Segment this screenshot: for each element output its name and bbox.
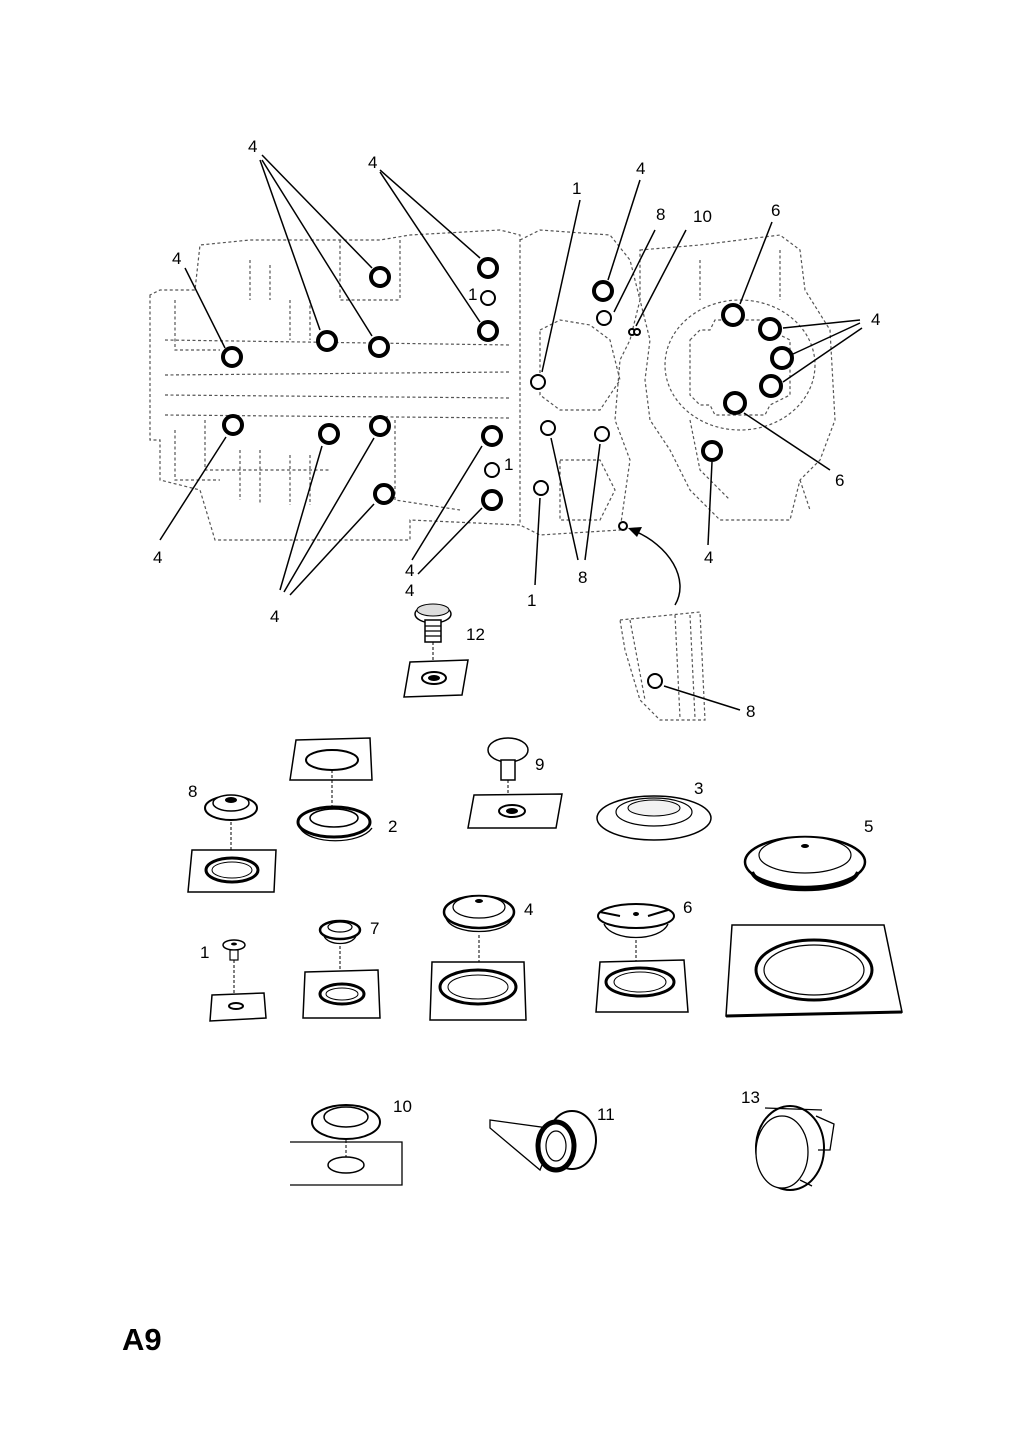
part-label-8: 8 (188, 782, 197, 801)
plug-marker (481, 425, 503, 447)
plug-marker (477, 257, 499, 279)
callout: 4 (270, 607, 279, 626)
part-5-panel (725, 924, 903, 1018)
callout: 4 (153, 548, 162, 567)
plug-marker (759, 374, 783, 398)
callout: 1 (527, 591, 536, 610)
plug-marker-small (480, 290, 496, 306)
part-label-1: 1 (200, 943, 209, 962)
plug-marker-small (594, 426, 610, 442)
plug-marker (368, 336, 390, 358)
part-4 (429, 894, 527, 1021)
plug-marker (723, 391, 747, 415)
plug-marker-small (618, 521, 628, 531)
plug-marker-small (540, 420, 556, 436)
part-13 (755, 1105, 835, 1191)
part-label-6: 6 (683, 898, 692, 917)
detail-inset (619, 611, 741, 721)
plug-marker (222, 414, 244, 436)
part-5 (743, 835, 867, 892)
part-9 (467, 737, 563, 829)
overview-callouts: 4 4 4 1 4 8 10 6 4 1 4 6 4 1 4 4 8 1 4 8 (153, 137, 880, 721)
callout: 4 (368, 153, 377, 172)
plug-marker-small (596, 310, 612, 326)
part-1 (209, 939, 267, 1022)
part-8 (187, 794, 277, 893)
plug-marker (318, 423, 340, 445)
part-label-5: 5 (864, 817, 873, 836)
plug-marker (221, 346, 243, 368)
part-label-3: 3 (694, 779, 703, 798)
plug-marker (477, 320, 499, 342)
part-label-9: 9 (535, 755, 544, 774)
plug-marker (373, 483, 395, 505)
plug-marker (770, 346, 794, 370)
callout: 8 (656, 205, 665, 224)
part-label-4: 4 (524, 900, 533, 919)
callout: 1 (504, 455, 513, 474)
part-label-2: 2 (388, 817, 397, 836)
callout: 1 (468, 285, 477, 304)
callout: 4 (405, 561, 414, 580)
callout: 8 (578, 568, 587, 587)
part-label-7: 7 (370, 919, 379, 938)
part-7 (302, 919, 381, 1019)
plug-marker (721, 303, 745, 327)
plug-marker (701, 440, 723, 462)
callout: 4 (405, 581, 414, 600)
overview-plugs (221, 257, 794, 531)
plug-marker (369, 415, 391, 437)
plug-marker (481, 489, 503, 511)
part-2 (289, 737, 373, 842)
plug-marker-small (647, 673, 663, 689)
plug-marker-small (484, 462, 500, 478)
callout: 6 (835, 471, 844, 490)
part-label-12: 12 (466, 625, 485, 644)
callout: 4 (704, 548, 713, 567)
callout: 4 (248, 137, 257, 156)
plug-marker (758, 317, 782, 341)
plug-marker-small (633, 328, 641, 336)
plug-marker (369, 266, 391, 288)
callout: 8 (746, 702, 755, 721)
callout: 4 (871, 310, 880, 329)
callout: 6 (771, 201, 780, 220)
part-label-13: 13 (741, 1088, 760, 1107)
leader-lines (159, 154, 863, 606)
callout: 1 (572, 179, 581, 198)
part-12 (403, 603, 469, 698)
plug-marker-small (533, 480, 549, 496)
part-label-10: 10 (393, 1097, 412, 1116)
part-6 (595, 903, 689, 1013)
plug-marker (316, 330, 338, 352)
callout: 10 (693, 207, 712, 226)
part-label-11: 11 (597, 1105, 615, 1124)
callout: 4 (172, 249, 181, 268)
part-11 (489, 1110, 597, 1173)
part-3 (596, 795, 712, 841)
page-code: A9 (122, 1322, 162, 1357)
callout: 4 (636, 159, 645, 178)
plug-marker-small (530, 374, 546, 390)
plug-marker (592, 280, 614, 302)
part-10 (290, 1104, 403, 1186)
